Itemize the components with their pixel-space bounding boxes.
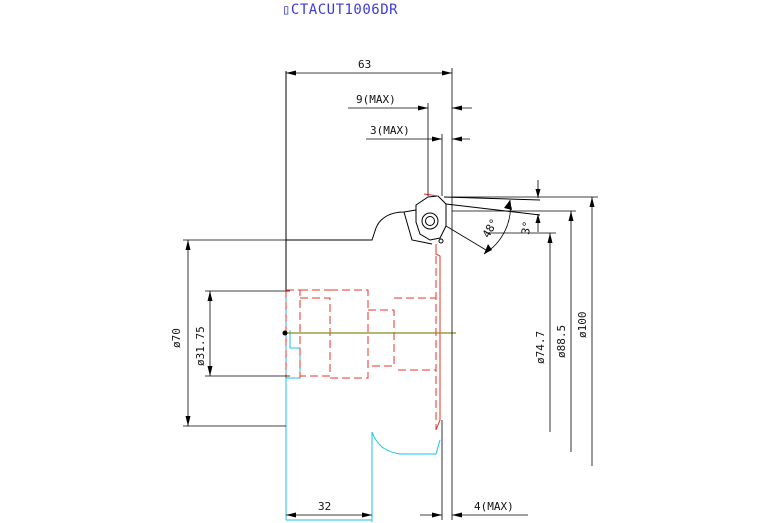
dim-3max-label: 3(MAX) [370,124,410,137]
dim-32-label: 32 [318,500,331,513]
center-point [282,330,288,336]
insert-screw-inner [425,216,435,226]
dim-885-label: ø88.5 [555,325,568,358]
dim-right-diameters: ø74.7 ø88.5 ø100 [452,196,598,466]
dim-3175-label: ø31.75 [194,326,207,366]
angle-48-label: 48° [480,216,501,240]
insert-corner [438,238,444,244]
dim-63-label: 63 [358,58,371,71]
dim-angles: 48° 3° [480,180,541,255]
hidden-lines [285,193,441,431]
cutter-body [285,290,441,522]
cutter-head-outline [285,71,541,290]
dim-left-diameters: ø70 ø31.75 [170,239,290,427]
dim-3max: 3(MAX) [366,124,470,196]
dim-4max-label: 4(MAX) [474,500,514,513]
dim-overall-length: 63 [286,58,453,520]
angle-3-label: 3° [519,220,534,235]
dim-70-label: ø70 [170,328,183,348]
insert-screw-outer [421,212,439,230]
dim-100-label: ø100 [576,312,589,339]
dim-9max: 9(MAX) [348,93,472,196]
dim-bottom: 32 4(MAX) [286,420,528,520]
drawing-title: ▯CTACUT1006DR [282,2,398,18]
dim-9max-label: 9(MAX) [356,93,396,106]
dim-747-label: ø74.7 [534,331,547,364]
